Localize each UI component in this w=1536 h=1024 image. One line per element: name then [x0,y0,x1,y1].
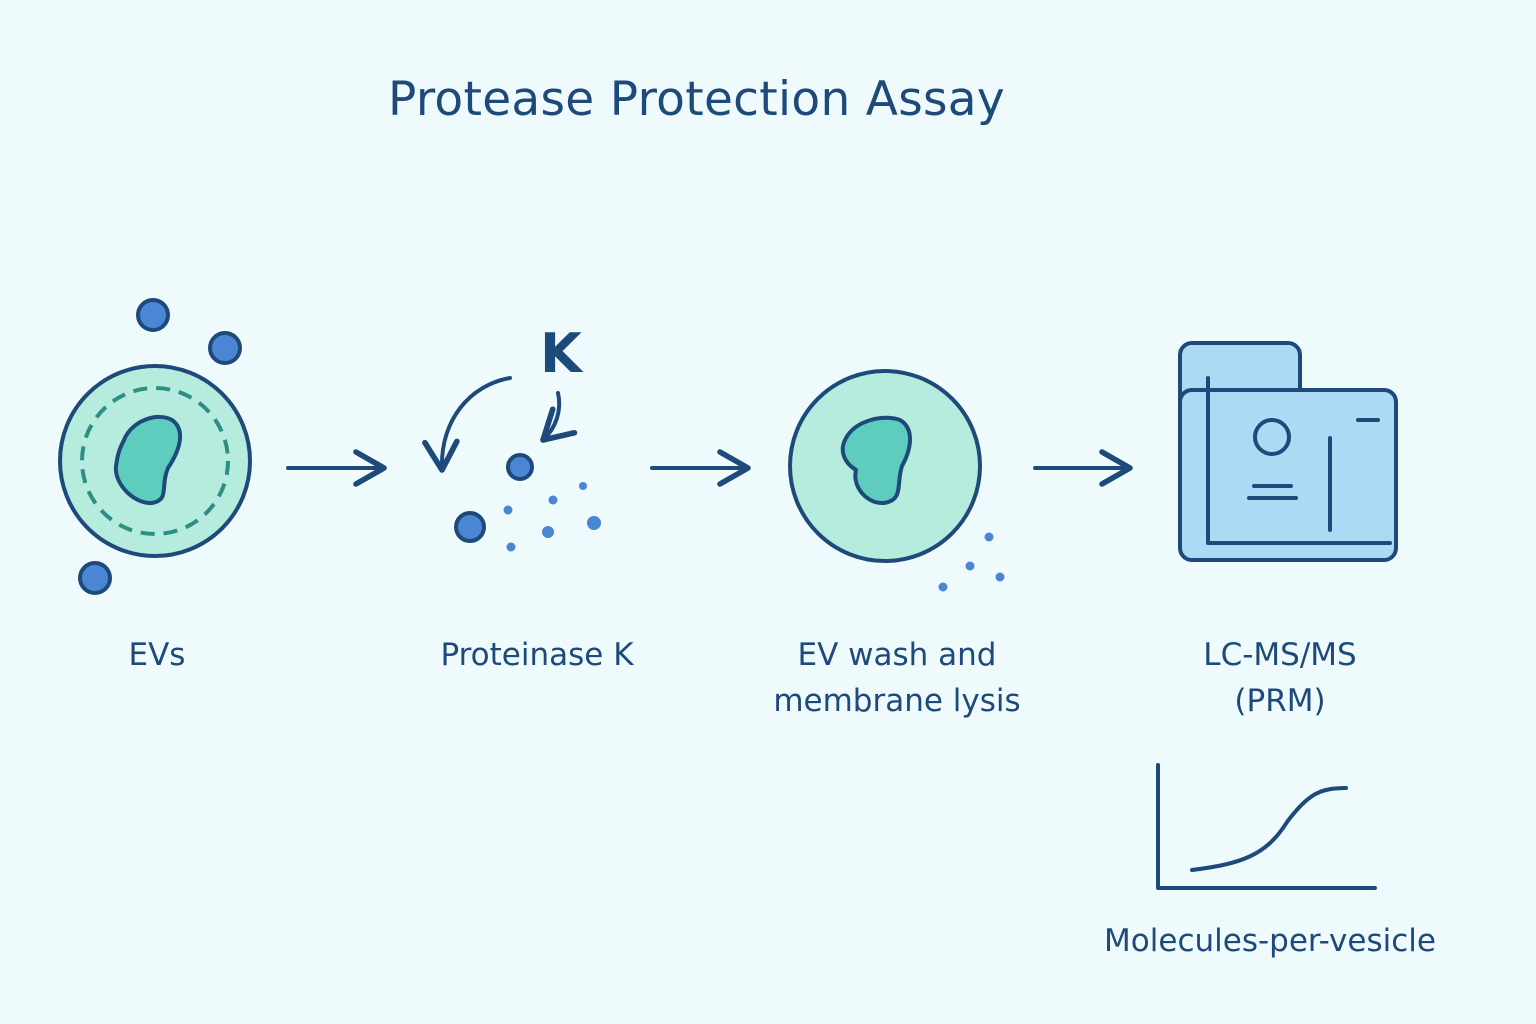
step-label-line: Proteinase K [440,637,634,673]
step-label-line: (PRM) [1234,683,1326,719]
step-label-ev-wash: EV wash and membrane lysis [737,632,1057,724]
step-label-line: EV wash and [797,637,997,673]
lysed-vesicle-icon [788,369,1005,592]
proteinase-k-icon [422,376,601,552]
step-label-line: EVs [128,637,186,673]
step-label-proteinase-k: Proteinase K [402,632,672,678]
step-label-lc-ms: LC-MS/MS (PRM) [1150,632,1410,724]
ev-vesicle-icon [58,364,252,558]
sigmoid-curve-icon [1156,763,1377,890]
output-label: Molecules-per-vesicle [1104,923,1436,959]
step-label-line: membrane lysis [773,683,1021,719]
step-label-evs: EVs [57,632,257,678]
step-label-line: LC-MS/MS [1203,637,1357,673]
proteinase-k-marker: K [540,322,582,385]
external-protein-particles [78,298,242,595]
mass-spectrometer-icon [1178,341,1398,562]
page-title: Protease Protection Assay [388,72,1006,127]
